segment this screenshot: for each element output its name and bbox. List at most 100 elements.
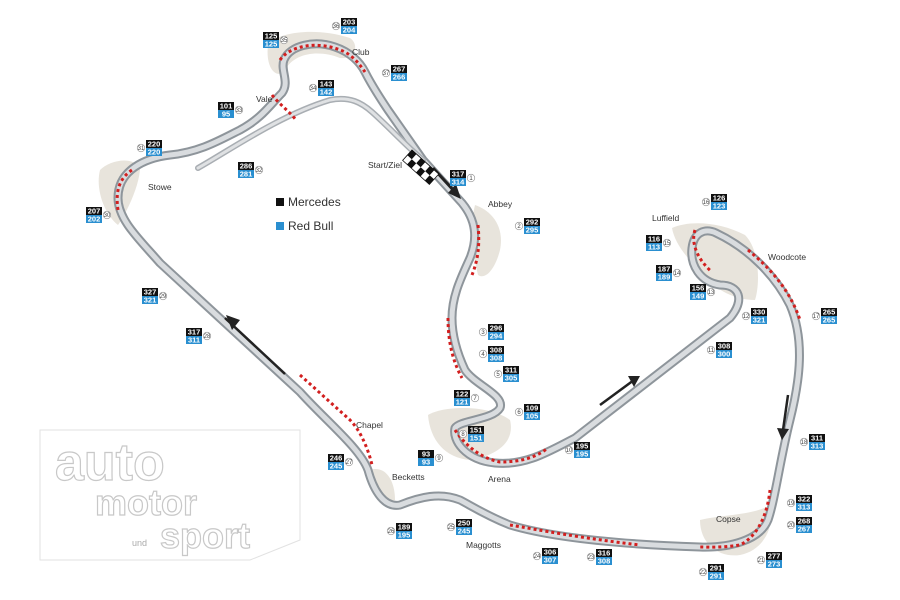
mercedes-speed: 122 — [456, 390, 469, 399]
point-number: 33 — [236, 108, 243, 114]
point-number: 14 — [674, 271, 681, 277]
mercedes-speed: 322 — [798, 495, 811, 504]
mercedes-speed-box — [796, 495, 812, 503]
mercedes-speed-box — [456, 519, 472, 527]
point-number: 1 — [469, 176, 473, 182]
mercedes-speed: 189 — [398, 523, 411, 532]
point-number: 17 — [813, 314, 820, 320]
redbull-speed-box — [328, 462, 344, 470]
point-number-circle — [234, 105, 244, 115]
redbull-speed-box — [468, 434, 484, 442]
point-number-circle — [386, 526, 396, 536]
point-number-circle — [102, 210, 112, 220]
redbull-speed-box — [524, 226, 540, 234]
auto-motor-sport-logo: auto motor und sport — [39, 429, 301, 561]
mercedes-speed-box — [711, 194, 727, 202]
point-number: 16 — [703, 200, 710, 206]
point-number: 36 — [333, 24, 340, 30]
point-number-circle — [532, 551, 542, 561]
redbull-speed-box — [488, 354, 504, 362]
redbull-speed: 149 — [692, 292, 705, 301]
point-number-circle — [344, 457, 354, 467]
mercedes-speed: 250 — [458, 519, 471, 528]
redbull-speed-box — [524, 412, 540, 420]
redbull-speed-box — [418, 458, 434, 466]
mercedes-speed-box — [218, 102, 234, 110]
point-number-circle — [698, 567, 708, 577]
mercedes-speed-box — [328, 454, 344, 462]
point-number-circle — [701, 197, 711, 207]
checkered-flag-icon — [402, 149, 440, 186]
redbull-speed: 307 — [544, 556, 557, 565]
point-number: 2 — [517, 224, 521, 230]
mercedes-speed: 291 — [710, 564, 723, 573]
mercedes-speed-box — [690, 284, 706, 292]
mercedes-speed: 109 — [526, 404, 539, 413]
mercedes-speed: 277 — [768, 552, 781, 561]
mercedes-speed-box — [708, 564, 724, 572]
mercedes-speed-box — [146, 140, 162, 148]
corner-label: Abbey — [488, 199, 513, 209]
point-number-circle — [514, 407, 524, 417]
redbull-speed-box — [796, 503, 812, 511]
point-number-circle — [786, 498, 796, 508]
point-number: 32 — [256, 168, 263, 174]
redbull-speed-box — [711, 202, 727, 210]
point-number: 20 — [788, 523, 795, 529]
redbull-speed: 93 — [422, 458, 430, 467]
point-number: 23 — [588, 555, 595, 561]
redbull-speed: 281 — [240, 170, 253, 179]
mercedes-speed: 267 — [393, 65, 406, 74]
point-number-circle — [466, 173, 476, 183]
point-number-circle — [706, 345, 716, 355]
redbull-speed: 95 — [222, 110, 230, 119]
mercedes-speed-box — [488, 346, 504, 354]
point-number-circle — [493, 369, 503, 379]
mercedes-speed: 203 — [343, 18, 356, 27]
mercedes-speed-box — [391, 65, 407, 73]
mercedes-speed: 296 — [490, 324, 503, 333]
point-number: 11 — [708, 348, 715, 354]
mercedes-speed-box — [596, 549, 612, 557]
redbull-speed: 195 — [576, 450, 589, 459]
redbull-speed-box — [574, 450, 590, 458]
redbull-speed: 273 — [768, 560, 781, 569]
mercedes-speed: 143 — [320, 80, 333, 89]
logo-text: sport — [160, 515, 250, 556]
mercedes-speed-box — [503, 366, 519, 374]
point-number: 13 — [708, 290, 715, 296]
redbull-speed: 311 — [188, 336, 200, 345]
kerbs — [115, 43, 802, 549]
redbull-speed-box — [708, 572, 724, 580]
point-number: 18 — [801, 440, 808, 446]
corner-label: Chapel — [356, 420, 383, 430]
point-number: 9 — [437, 456, 441, 462]
point-number: 5 — [496, 372, 500, 378]
redbull-speed-box — [751, 316, 767, 324]
point-number-circle — [434, 453, 444, 463]
mercedes-speed: 330 — [753, 308, 766, 317]
mercedes-speed: 308 — [718, 342, 731, 351]
point-number-circle — [756, 555, 766, 565]
redbull-speed-box — [596, 557, 612, 565]
corner-label: Arena — [488, 474, 511, 484]
redbull-speed-box — [396, 531, 412, 539]
mercedes-speed: 306 — [544, 548, 557, 557]
redbull-speed: 105 — [526, 412, 539, 421]
point-number: 24 — [534, 554, 541, 560]
mercedes-speed-box — [186, 328, 202, 336]
mercedes-speed-box — [341, 18, 357, 26]
mercedes-speed-box — [821, 308, 837, 316]
point-number-circle — [458, 429, 468, 439]
redbull-speed-box — [341, 26, 357, 34]
